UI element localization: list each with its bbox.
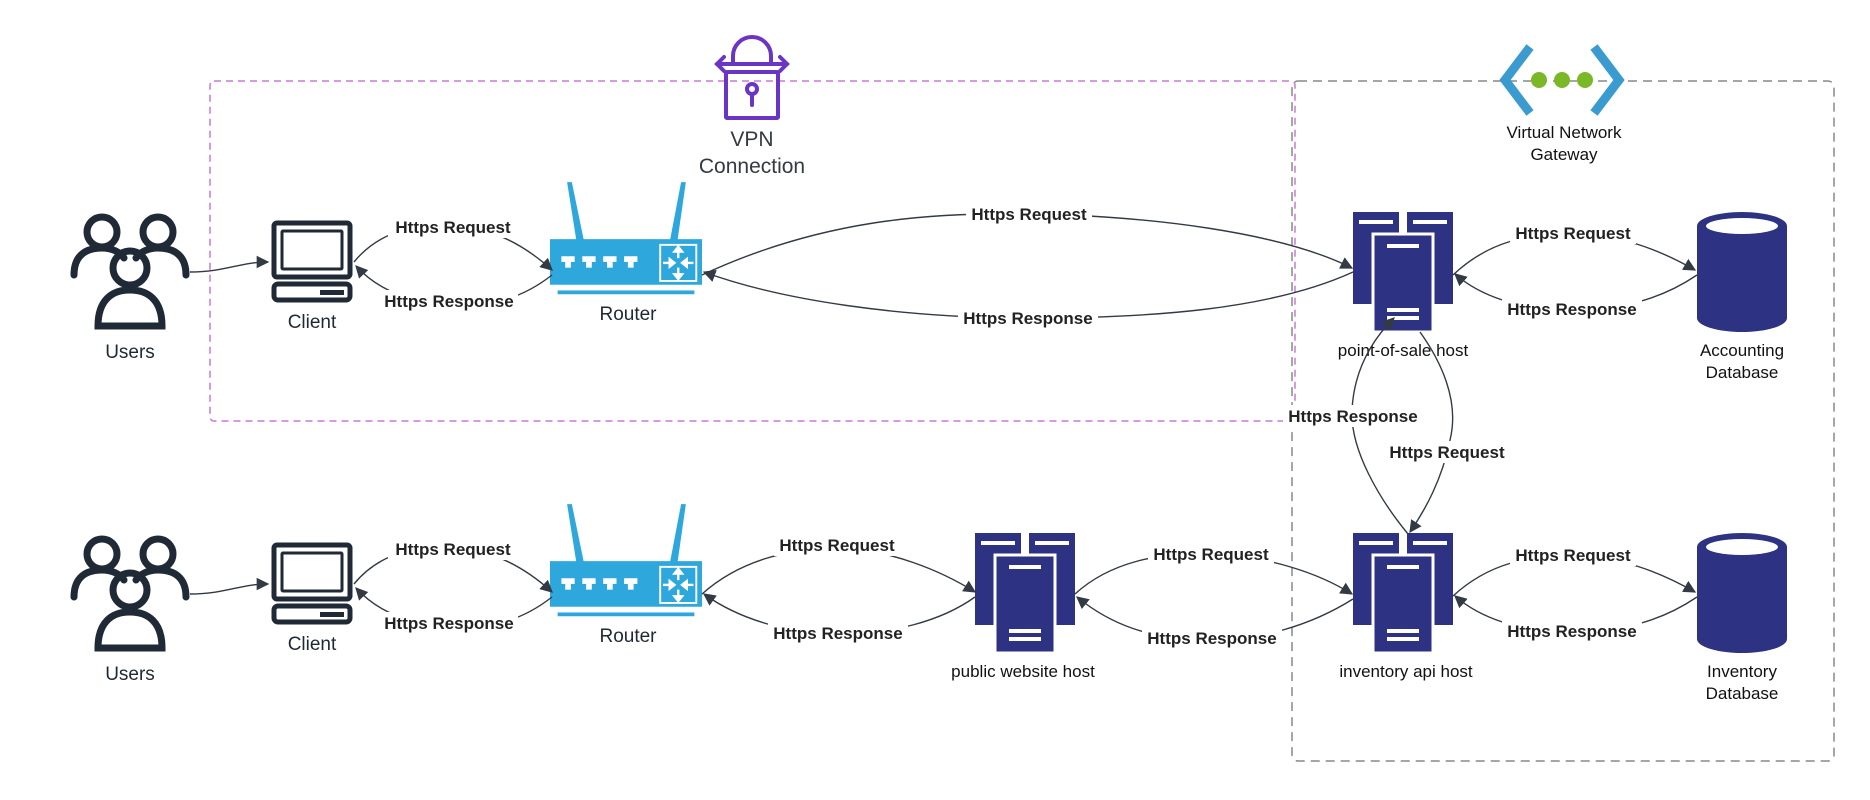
gateway-label-line2: Gateway bbox=[1530, 145, 1598, 164]
users-group-icon bbox=[74, 539, 186, 648]
accounting-db-label-line1: Accounting bbox=[1700, 341, 1784, 360]
edge-label-inv-db-request: Https Request bbox=[1515, 546, 1631, 565]
edge-label-client-router-bottom-request: Https Request bbox=[395, 540, 511, 559]
edge-users-client-top bbox=[189, 255, 270, 273]
vpn-lock-icon bbox=[714, 35, 790, 120]
vpn-group-border bbox=[209, 80, 1296, 422]
database-cylinder-icon bbox=[1697, 533, 1787, 653]
router-icon bbox=[550, 180, 702, 296]
server-stack-icon bbox=[1353, 533, 1453, 653]
public-host-label: public website host bbox=[951, 662, 1095, 681]
client-top-label: Client bbox=[288, 312, 337, 333]
edge-label-pos-inv-response: Https Response bbox=[1288, 407, 1417, 426]
edge-label-router-public-request: Https Request bbox=[779, 536, 895, 555]
database-cylinder-icon bbox=[1697, 212, 1787, 332]
server-stack-icon bbox=[1353, 212, 1453, 332]
edge-label-pos-acct-response: Https Response bbox=[1507, 300, 1636, 319]
edge-label-client-router-bottom-response: Https Response bbox=[384, 614, 513, 633]
edge-label-router-pos-request: Https Request bbox=[971, 205, 1087, 224]
users-top-label: Users bbox=[105, 342, 155, 363]
edge-label-pos-acct-request: Https Request bbox=[1515, 224, 1631, 243]
edge-label-client-router-top-request: Https Request bbox=[395, 218, 511, 237]
virtual-network-gateway-icon bbox=[1499, 44, 1625, 116]
server-stack-icon bbox=[975, 533, 1075, 653]
desktop-computer-icon bbox=[274, 545, 350, 622]
edge-label-public-inv-response: Https Response bbox=[1147, 629, 1276, 648]
vpn-label-line1: VPN bbox=[730, 128, 773, 151]
vpn-label-line2: Connection bbox=[699, 155, 805, 178]
edge-label-public-inv-request: Https Request bbox=[1153, 545, 1269, 564]
edge-label-pos-inv-request: Https Request bbox=[1389, 443, 1505, 462]
router-top-label: Router bbox=[599, 304, 657, 325]
users-group-icon bbox=[74, 217, 186, 326]
users-bottom-label: Users bbox=[105, 664, 155, 685]
edge-users-client-bottom bbox=[189, 577, 270, 595]
edge-pos-inv-request bbox=[1409, 331, 1454, 534]
accounting-db-label-line2: Database bbox=[1706, 363, 1779, 382]
inventory-db-label-line2: Database bbox=[1706, 684, 1779, 703]
client-bottom-label: Client bbox=[288, 634, 337, 655]
pos-host-label: point-of-sale host bbox=[1338, 341, 1469, 360]
inventory-host-label: inventory api host bbox=[1339, 662, 1473, 681]
desktop-computer-icon bbox=[274, 223, 350, 300]
gateway-label-line1: Virtual Network bbox=[1507, 123, 1622, 142]
edge-label-router-pos-response: Https Response bbox=[963, 309, 1092, 328]
edge-label-router-public-response: Https Response bbox=[773, 624, 902, 643]
router-bottom-label: Router bbox=[599, 626, 657, 647]
router-icon bbox=[550, 502, 702, 618]
edge-label-inv-db-response: Https Response bbox=[1507, 622, 1636, 641]
inventory-db-label-line1: Inventory bbox=[1707, 662, 1777, 681]
edge-label-client-router-top-response: Https Response bbox=[384, 292, 513, 311]
